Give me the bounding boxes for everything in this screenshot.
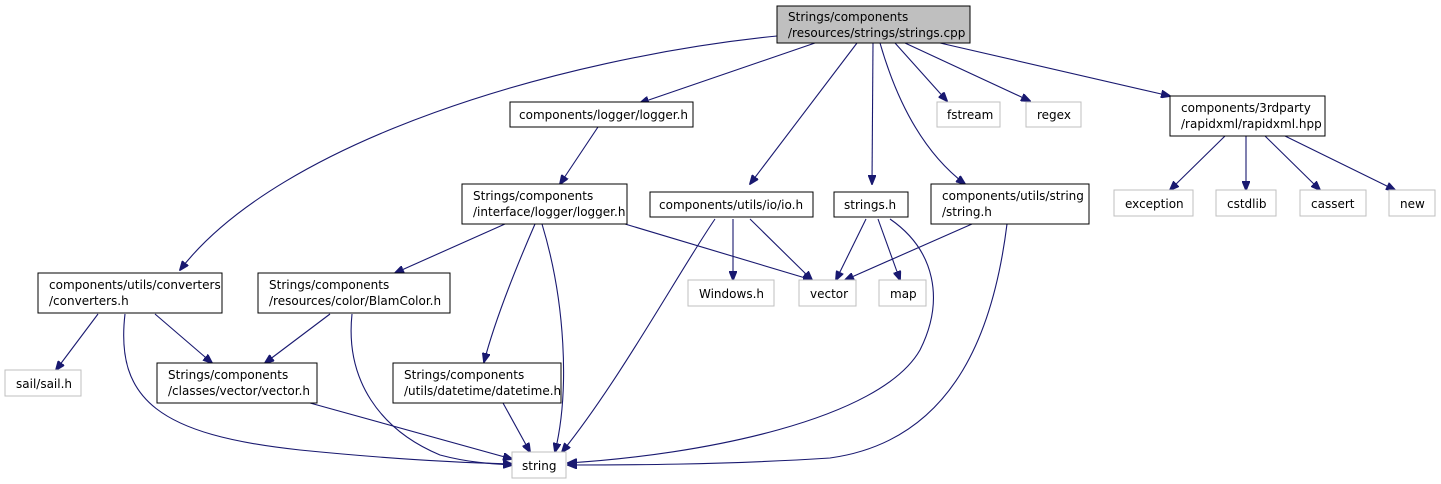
node-map-label: map (890, 287, 917, 301)
node-blamcolor-h[interactable]: Strings/components /resources/color/Blam… (257, 272, 451, 314)
edge-root-to-strings-h (872, 42, 873, 184)
node-cassert[interactable]: cassert (1299, 189, 1367, 217)
node-string[interactable]: string (511, 451, 567, 479)
node-vector-h-line-1: Strings/components (168, 368, 288, 382)
node-io-h-label: components/utils/io/io.h (659, 198, 803, 212)
node-io-h[interactable]: components/utils/io/io.h (649, 191, 814, 218)
edge-datetime-to-string (502, 402, 530, 452)
node-vector[interactable]: vector (798, 279, 857, 307)
edge-root-to-regex (904, 42, 1030, 101)
node-datetime-h[interactable]: Strings/components /utils/datetime/datet… (392, 362, 562, 404)
node-rapidxml-line-1: components/3rdparty (1181, 101, 1311, 115)
node-vector-h[interactable]: Strings/components /classes/vector/vecto… (156, 362, 318, 404)
node-blamcolor-line-2: /resources/color/BlamColor.h (269, 294, 441, 308)
node-cstdlib-label: cstdlib (1227, 197, 1266, 211)
node-datetime-line-1: Strings/components (404, 368, 524, 382)
node-blamcolor-line-1: Strings/components (269, 278, 389, 292)
node-regex[interactable]: regex (1025, 101, 1082, 128)
node-sail-h[interactable]: sail/sail.h (4, 369, 82, 397)
node-string-label: string (522, 459, 556, 473)
edge-vector-h-to-string (309, 402, 512, 459)
node-cassert-label: cassert (1311, 197, 1355, 211)
edge-rapidxml-to-new (1284, 135, 1395, 190)
edge-strings-h-to-string (568, 218, 934, 463)
edge-interface-logger-to-vector (624, 223, 812, 280)
edge-io-to-vector (749, 218, 812, 280)
node-fstream[interactable]: fstream (936, 101, 1001, 128)
node-strings-cpp[interactable]: Strings/components /resources/strings/st… (776, 5, 971, 44)
edge-string-h-to-string (568, 223, 1008, 465)
node-interface-logger-line-2: /interface/logger/logger.h (473, 205, 625, 219)
node-windows-h-label: Windows.h (699, 287, 764, 301)
node-exception-label: exception (1125, 197, 1184, 211)
node-new[interactable]: new (1388, 189, 1436, 217)
node-regex-label: regex (1037, 108, 1071, 122)
edge-root-to-string-h (879, 42, 965, 184)
node-map[interactable]: map (878, 279, 927, 307)
edge-rapidxml-to-cassert (1264, 135, 1320, 190)
node-strings-h[interactable]: strings.h (833, 191, 909, 218)
edge-converters-to-sail (56, 313, 99, 370)
edge-converters-to-vector-h (154, 313, 212, 363)
edge-blamcolor-to-string (350, 313, 512, 465)
node-datetime-line-2: /utils/datetime/datetime.h (404, 384, 561, 398)
node-vector-label: vector (810, 287, 848, 301)
node-interface-logger-h[interactable]: Strings/components /interface/logger/log… (461, 183, 628, 225)
node-exception[interactable]: exception (1113, 189, 1194, 217)
node-cstdlib[interactable]: cstdlib (1215, 189, 1277, 217)
edge-interface-logger-to-string (541, 223, 565, 452)
node-rapidxml-hpp[interactable]: components/3rdparty /rapidxml/rapidxml.h… (1169, 95, 1326, 137)
edge-converters-to-string (123, 313, 512, 464)
edge-logger-to-interface-logger (560, 126, 599, 184)
edge-io-to-string (562, 218, 716, 452)
edges (56, 35, 1395, 465)
node-logger-h-label: components/logger/logger.h (519, 108, 688, 122)
node-fstream-label: fstream (947, 108, 993, 122)
edge-blamcolor-to-vector-h (265, 313, 331, 363)
node-sail-h-label: sail/sail.h (16, 377, 72, 391)
edge-rapidxml-to-exception (1170, 135, 1226, 190)
node-strings-cpp-line-2: /resources/strings/strings.cpp (788, 26, 965, 40)
node-string-h-line-1: components/utils/string (942, 189, 1084, 203)
edge-interface-logger-to-blamcolor (395, 223, 506, 273)
node-interface-logger-line-1: Strings/components (473, 189, 593, 203)
node-strings-h-label: strings.h (844, 198, 896, 212)
edge-root-to-converters (180, 35, 778, 270)
node-converters-line-2: /converters.h (49, 294, 129, 308)
edge-root-to-rapidxml (939, 42, 1170, 96)
node-new-label: new (1400, 197, 1425, 211)
node-logger-h[interactable]: components/logger/logger.h (509, 101, 694, 128)
node-vector-h-line-2: /classes/vector/vector.h (168, 384, 310, 398)
node-string-h[interactable]: components/utils/string /string.h (930, 183, 1090, 225)
node-converters-line-1: components/utils/converters (49, 278, 221, 292)
nodes: Strings/components /resources/strings/st… (4, 5, 1436, 479)
edge-root-to-logger (640, 42, 816, 103)
node-string-h-line-2: /string.h (942, 205, 992, 219)
edge-strings-h-to-vector (836, 218, 867, 280)
edge-root-to-io (750, 42, 858, 184)
edge-string-h-to-vector (845, 223, 973, 280)
node-windows-h[interactable]: Windows.h (687, 279, 775, 307)
node-converters-h[interactable]: components/utils/converters /converters.… (37, 272, 223, 314)
edge-strings-h-to-map (877, 218, 900, 280)
node-rapidxml-line-2: /rapidxml/rapidxml.hpp (1181, 117, 1322, 131)
edge-root-to-fstream (894, 42, 947, 101)
edge-interface-logger-to-datetime (484, 223, 536, 362)
node-strings-cpp-line-1: Strings/components (788, 10, 908, 24)
